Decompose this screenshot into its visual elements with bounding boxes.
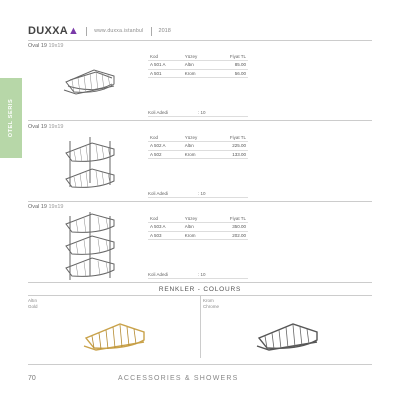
colour-name-tr: Krom (203, 298, 214, 303)
section-rule (28, 120, 372, 121)
package-qty-label: Koli Adedi (148, 110, 169, 115)
package-qty-value: : 10 (198, 110, 206, 115)
section-title: Oval 19 19x19 (28, 43, 64, 49)
col-header-code: Kod (148, 214, 183, 223)
footer-title: ACCESSORIES & SHOWERS (118, 375, 239, 382)
table-row: A 501 Krom 56.00 (148, 69, 248, 78)
table-row: A 502 A Altın 225.00 (148, 141, 248, 151)
product-name: Oval 19 (28, 204, 47, 210)
col-header-code: Kod (148, 52, 183, 61)
table-header-row: Kod Yüzey Fiyat TL (148, 214, 248, 223)
cell-surface: Altın (182, 60, 213, 70)
colour-name-en: Chrome (203, 303, 220, 309)
package-qty-value: : 10 (198, 272, 206, 277)
cell-price: 350.00 (212, 222, 248, 232)
page-number: 70 (28, 375, 36, 382)
chrome-shelf-image (256, 323, 318, 351)
section-rule (28, 282, 372, 283)
side-tab-label: OTEL SERIS (8, 98, 14, 138)
cell-surface: Altın (182, 141, 213, 151)
cell-code: A 501 (148, 69, 183, 78)
col-header-price: Fiyat TL (212, 52, 248, 61)
triple-shelf-image (65, 212, 115, 280)
price-table: Kod Yüzey Fiyat TL A 502 A Altın 225.00 … (148, 133, 248, 159)
cell-surface: Krom (182, 150, 213, 159)
gold-shelf-image (83, 323, 145, 351)
colour-option-gold: Altın Gold (28, 296, 198, 358)
cell-code: A 503 (148, 231, 183, 240)
cell-price: 225.00 (212, 141, 248, 151)
col-header-surface: Yüzey (182, 52, 213, 61)
package-qty: Koli Adedi : 10 (148, 110, 248, 117)
section-title: Oval 19 19x19 (28, 204, 64, 210)
header-url[interactable]: www.duxxa.istanbul (94, 28, 144, 34)
colours-heading: RENKLER - COLOURS (158, 286, 242, 293)
package-qty-label: Koli Adedi (148, 191, 169, 196)
package-qty-label: Koli Adedi (148, 272, 169, 277)
product-size: 19x19 (48, 204, 64, 210)
colour-label: Krom Chrome (203, 298, 219, 309)
page-header: DUXXA▲ www.duxxa.istanbul 2018 (28, 24, 171, 38)
side-tab (0, 78, 22, 158)
cell-surface: Krom (182, 231, 213, 240)
brand-name: DUXXA (28, 25, 69, 37)
cell-code: A 503 A (148, 222, 183, 232)
table-row: A 501 A Altın 85.00 (148, 60, 248, 70)
header-divider (150, 26, 152, 36)
cell-code: A 502 A (148, 141, 183, 151)
table-row: A 502 Krom 133.00 (148, 150, 248, 159)
table-header-row: Kod Yüzey Fiyat TL (148, 133, 248, 142)
brand-logo: DUXXA▲ (28, 25, 79, 37)
cell-surface: Krom (182, 69, 213, 78)
price-table: Kod Yüzey Fiyat TL A 501 A Altın 85.00 A… (148, 52, 248, 78)
table-row: A 503 A Altın 350.00 (148, 222, 248, 232)
col-header-surface: Yüzey (182, 214, 213, 223)
product-name: Oval 19 (28, 124, 47, 130)
cell-price: 202.00 (212, 231, 248, 240)
product-size: 19x19 (48, 43, 64, 49)
header-rule (28, 40, 372, 41)
product-name: Oval 19 (28, 43, 47, 49)
cell-code: A 501 A (148, 60, 183, 70)
package-qty-value: : 10 (198, 191, 206, 196)
single-shelf-image (63, 69, 115, 95)
package-qty: Koli Adedi : 10 (148, 272, 248, 279)
brand-mark-icon: ▲ (68, 25, 80, 37)
col-header-surface: Yüzey (182, 133, 213, 142)
header-year: 2018 (158, 28, 171, 34)
section-rule (28, 201, 372, 202)
colour-option-chrome: Krom Chrome (200, 296, 372, 358)
table-header-row: Kod Yüzey Fiyat TL (148, 52, 248, 61)
cell-code: A 502 (148, 150, 183, 159)
colours-rule (28, 295, 372, 296)
cell-surface: Altın (182, 222, 213, 232)
cell-price: 133.00 (212, 150, 248, 159)
header-divider (86, 26, 88, 36)
double-shelf-image (65, 137, 115, 189)
price-table: Kod Yüzey Fiyat TL A 503 A Altın 350.00 … (148, 214, 248, 240)
colour-label: Altın Gold (28, 298, 38, 309)
col-header-price: Fiyat TL (212, 214, 248, 223)
cell-price: 85.00 (212, 60, 248, 70)
col-header-price: Fiyat TL (212, 133, 248, 142)
footer-rule (28, 364, 372, 365)
cell-price: 56.00 (212, 69, 248, 78)
colour-name-tr: Altın (28, 298, 38, 303)
col-header-code: Kod (148, 133, 183, 142)
colour-name-en: Gold (28, 303, 38, 309)
section-title: Oval 19 19x19 (28, 124, 64, 130)
product-size: 19x19 (48, 124, 64, 130)
package-qty: Koli Adedi : 10 (148, 191, 248, 198)
table-row: A 503 Krom 202.00 (148, 231, 248, 240)
